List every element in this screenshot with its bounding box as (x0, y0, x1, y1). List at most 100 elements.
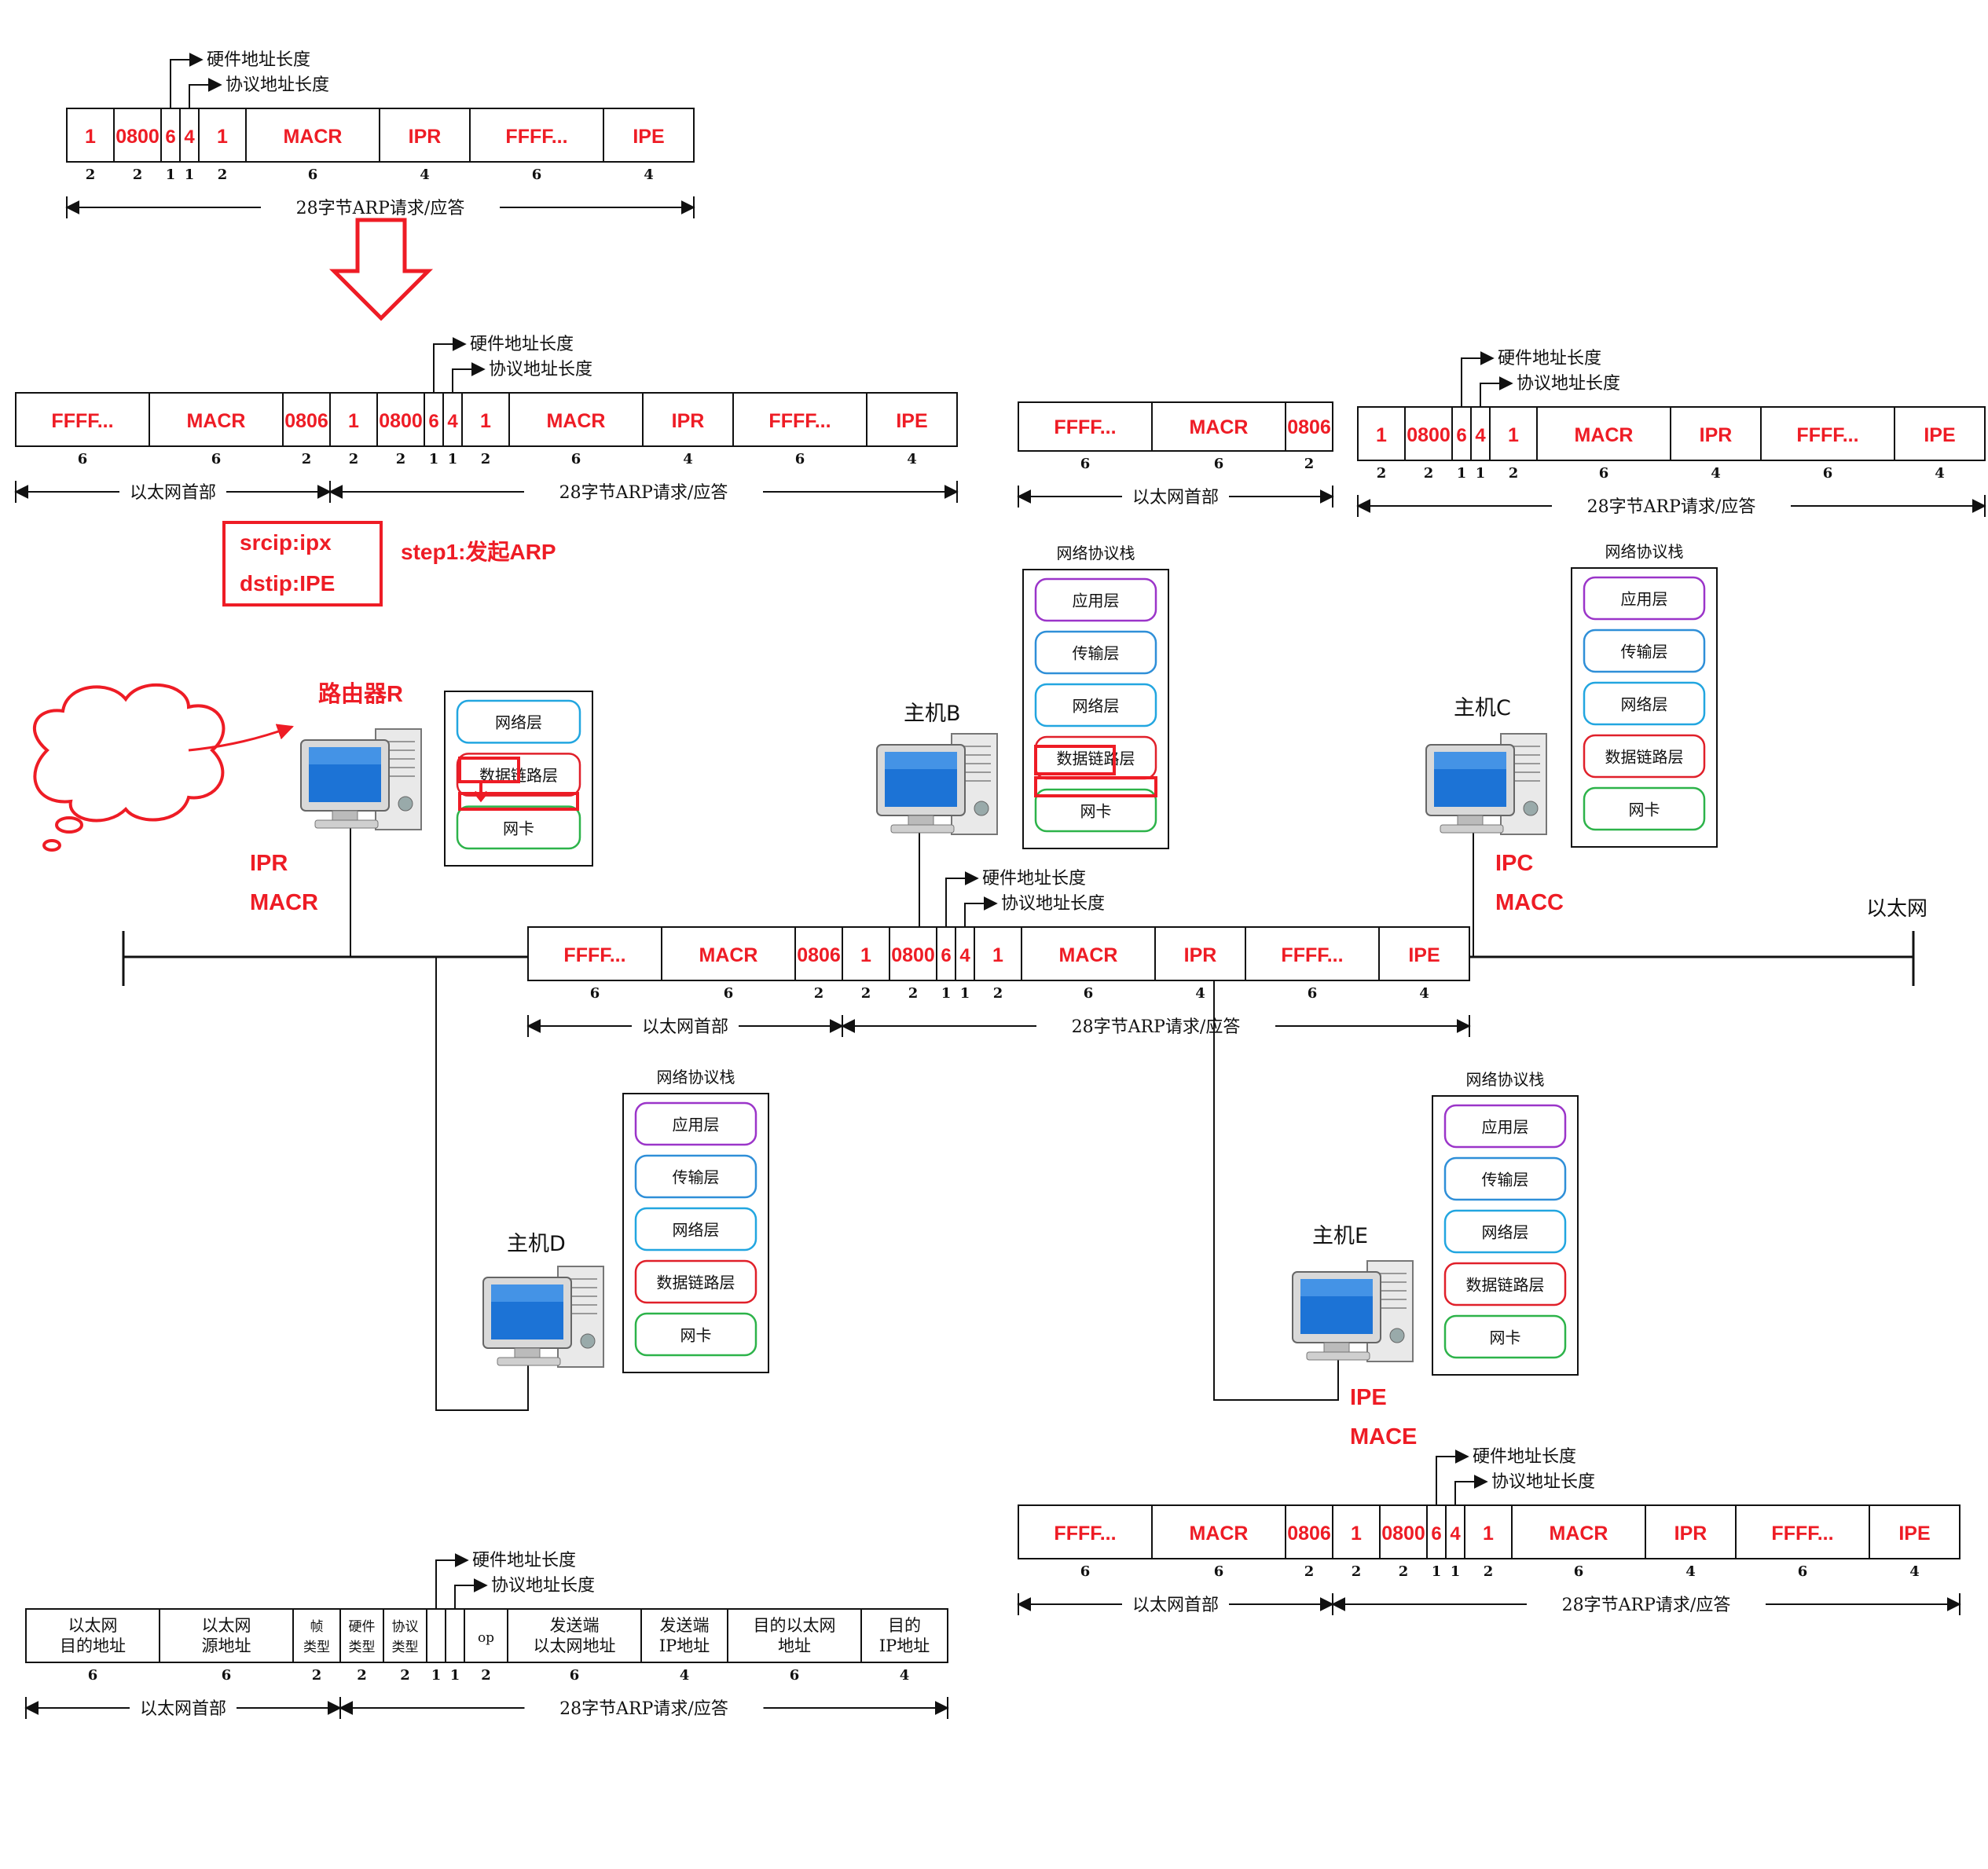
computer-host-c (1425, 733, 1547, 835)
packet-c-proto-pointer (1480, 376, 1513, 407)
packet-bus-field-arp-7: FFFF... (1281, 944, 1343, 966)
host-c-mac: MACC (1495, 890, 1564, 915)
packet-r1-field-arp-4: 1 (480, 410, 491, 432)
stack-host-b-layer-label-2: 网络层 (1073, 697, 1120, 716)
packet-r1-proto-label: 协议地址长度 (489, 360, 592, 379)
stack-host-e-layer-label-3: 数据链路层 (1466, 1276, 1545, 1295)
packet-top-hw-pointer (170, 53, 204, 108)
packet-bottom-field-arp-8: IPE (1898, 1523, 1930, 1545)
packet-r1-size-eth-0: 6 (78, 451, 88, 467)
packet-bus-field-arp-1: 0800 (891, 944, 935, 966)
legend-size-11: 4 (900, 1667, 910, 1684)
legend-field-2-1: 类型 (303, 1640, 330, 1655)
stack-host-e-layer-2 (1443, 1209, 1567, 1254)
stack-host-b-layer-label-3: 数据链路层 (1057, 749, 1135, 768)
packet-bus-hw-label: 硬件地址长度 (982, 869, 1086, 889)
packet-bus: FFFF...6MACR6080621208002614112MACR6IPR4… (526, 869, 1471, 1037)
packet-r1-hw-pointer (433, 337, 467, 393)
legend-size-4: 2 (400, 1667, 410, 1684)
stack-host-c-layer-0 (1583, 576, 1706, 621)
packet-bottom-arp-label: 28字节ARP请求/应答 (1562, 1596, 1731, 1615)
packet-top-hw-label: 硬件地址长度 (207, 50, 310, 70)
cloud-bubble-1 (55, 816, 83, 834)
step-box (222, 521, 383, 607)
packet-c-size-arp-7: 6 (1823, 465, 1833, 482)
stack-host-c-layer-1 (1583, 628, 1706, 673)
packet-c-size-arp-8: 4 (1935, 465, 1945, 482)
packet-eth-b-field-2: 0806 (1287, 416, 1331, 438)
packet-bus-size-arp-8: 4 (1419, 985, 1429, 1002)
computer-router (300, 728, 422, 830)
host-c-name: 主机C (1454, 696, 1511, 720)
packet-bus-field-arp-6: IPR (1184, 944, 1217, 966)
computer-host-d-base (497, 1357, 561, 1366)
legend-arp-label: 28字节ARP请求/应答 (559, 1699, 728, 1719)
packet-bottom-field-arp-6: IPR (1674, 1523, 1707, 1545)
computer-host-b-mouse (974, 801, 989, 816)
stack-host-e-title: 网络协议栈 (1466, 1070, 1545, 1089)
link-host-d (435, 957, 529, 1411)
computer-host-b (876, 733, 998, 835)
stack-host-c-layer-label-0: 应用层 (1621, 590, 1668, 609)
stack-host-d-layer-1 (634, 1154, 757, 1199)
stack-host-e-layer-label-4: 网卡 (1490, 1328, 1521, 1347)
packet-r1-field-eth-0: FFFF... (51, 410, 113, 432)
packet-bus-field-arp-5: MACR (1059, 944, 1118, 966)
packet-r1-size-arp-4: 2 (481, 451, 491, 467)
packet-bottom-hw-label: 硬件地址长度 (1473, 1447, 1576, 1467)
computer-host-c-mouse (1523, 801, 1539, 816)
computer-host-b-neck (908, 815, 934, 826)
packet-top-size-arp-4: 2 (218, 167, 228, 183)
packet-top-field-arp-8: IPE (633, 126, 664, 148)
packet-top-field-arp-5: MACR (284, 126, 343, 148)
packet-bottom-eth-label: 以太网首部 (1132, 1596, 1219, 1615)
legend-frame (25, 1608, 948, 1663)
computer-host-d (482, 1266, 604, 1368)
legend-size-1: 6 (222, 1667, 232, 1684)
packet-r1-size-arp-6: 4 (683, 451, 693, 467)
stack-router-layer-2 (456, 699, 581, 744)
packet-bottom-size-arp-6: 4 (1685, 1563, 1696, 1580)
link-host-e (1213, 957, 1339, 1401)
packet-c-field-arp-8: IPE (1924, 424, 1955, 446)
legend-field-2-0: 帧 (310, 1619, 324, 1635)
legend-field-11-1: IP地址 (879, 1636, 930, 1655)
stack-host-c-layer-3 (1583, 734, 1706, 779)
packet-bus-size-arp-5: 6 (1084, 985, 1094, 1002)
packet-bottom-field-arp-1: 0800 (1381, 1523, 1425, 1545)
stack-host-b-layer-label-1: 传输层 (1073, 644, 1120, 663)
host-b-link-highlight-2 (1034, 776, 1157, 797)
packet-c-hw-pointer (1461, 351, 1495, 407)
packet-r1-frame (15, 392, 958, 447)
stack-host-d-layer-0 (634, 1101, 757, 1146)
packet-bottom-proto-pointer (1454, 1475, 1488, 1505)
legend-field-7-0: op (478, 1630, 494, 1646)
packet-top-field-arp-3: 4 (184, 126, 195, 148)
packet-eth-b-field-1: MACR (1190, 416, 1249, 438)
stack-host-d-layer-4 (634, 1312, 757, 1357)
packet-bottom-field-arp-0: 1 (1351, 1523, 1362, 1545)
packet-eth-b-field-0: FFFF... (1054, 416, 1116, 438)
packet-r1-field-eth-1: MACR (187, 410, 246, 432)
legend-hw-pointer (435, 1553, 469, 1609)
packet-bottom-size-eth-0: 6 (1080, 1563, 1091, 1580)
stack-router-layer-label-2: 网络层 (495, 713, 542, 732)
packet-eth-b-size-2: 2 (1304, 456, 1315, 472)
packet-r1-size-arp-2: 1 (429, 451, 439, 467)
cloud-arrow (188, 724, 294, 752)
host-b-name: 主机B (904, 702, 961, 726)
legend-size-2: 2 (312, 1667, 322, 1684)
packet-bus-size-arp-6: 4 (1195, 985, 1205, 1002)
host-e-ip: IPE (1350, 1385, 1387, 1410)
packet-eth-b-eth-label: 以太网首部 (1132, 488, 1219, 508)
packet-c-field-arp-2: 6 (1456, 425, 1466, 446)
packet-bus-field-arp-8: IPE (1408, 944, 1440, 966)
packet-bottom-proto-label: 协议地址长度 (1491, 1472, 1595, 1492)
packet-r1-field-arp-8: IPE (896, 410, 927, 432)
packet-top-size-arp-6: 4 (420, 167, 430, 183)
packet-c-proto-label: 协议地址长度 (1517, 374, 1620, 394)
computer-host-e-screen-glare (1300, 1279, 1373, 1296)
